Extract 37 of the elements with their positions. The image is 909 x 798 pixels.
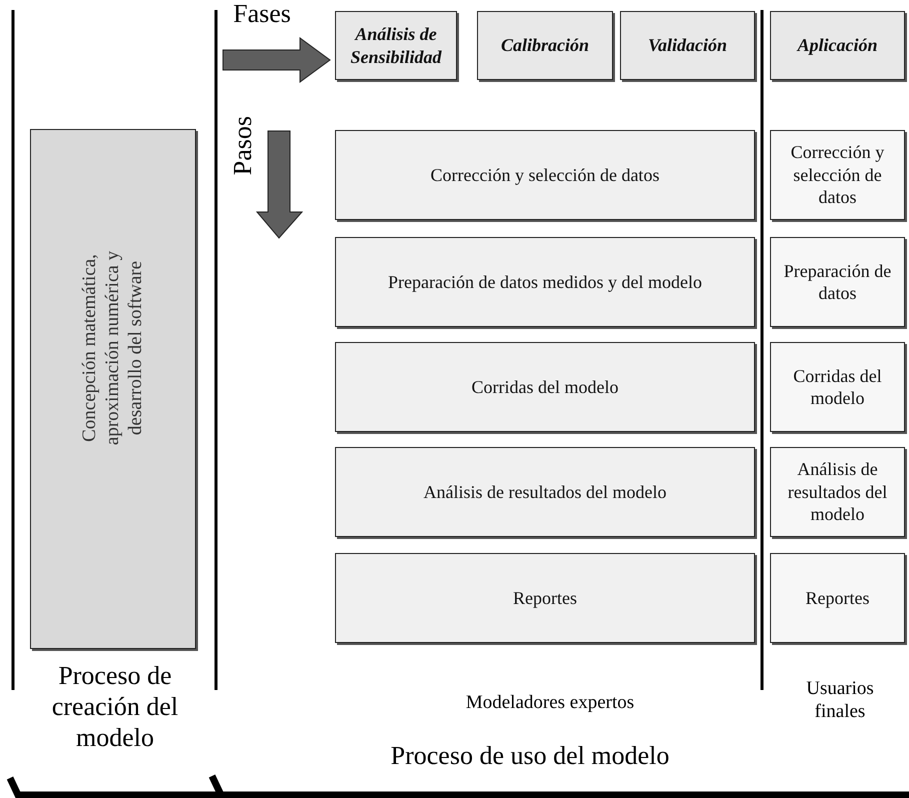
box-text: Preparación de datos medidos y del modelo — [388, 272, 702, 292]
box-text: Concepción matemática, aproximación numérica y desarrollo del software — [78, 249, 146, 447]
box-text: Corridas del modelo — [472, 376, 618, 398]
step-box — [770, 447, 905, 537]
box-text: Corrección y selección de datos — [790, 141, 886, 209]
step-box — [770, 342, 905, 432]
phase-box — [770, 11, 905, 80]
phase-box — [620, 11, 755, 80]
step-box — [335, 130, 755, 220]
box-text: Preparación de datos — [782, 260, 892, 304]
phase-box — [477, 11, 613, 80]
phase-box — [335, 11, 457, 80]
box-text: Corridas del modelo — [792, 364, 883, 410]
step-box — [770, 130, 905, 220]
block-arrow — [222, 37, 331, 83]
box-text: Análisis de resultados del modelo — [424, 482, 666, 502]
section-label: Proceso de creación del modelo — [50, 660, 180, 754]
section-label: Proceso de uso del modelo — [390, 740, 670, 772]
step-box — [335, 553, 755, 643]
phase-heading: Fases — [232, 0, 292, 30]
box-text: Análisis de Sensibilidad — [349, 23, 443, 68]
step-box — [770, 237, 905, 327]
box-text: Reportes — [804, 586, 870, 610]
group-label: Modeladores expertos — [464, 692, 636, 715]
step-heading: Pasos — [226, 114, 258, 178]
step-box — [335, 342, 755, 432]
step-box — [335, 237, 755, 327]
step-box — [770, 553, 905, 643]
box-text: Validación — [648, 34, 727, 57]
box-text: Aplicación — [798, 34, 878, 57]
box-text: Corrección y selección de datos — [430, 164, 660, 186]
step-box — [335, 447, 755, 537]
box-text: Análisis de resultados del modelo — [786, 458, 888, 526]
box-text: Reportes — [513, 588, 577, 608]
box-text: Calibración — [500, 34, 589, 57]
process-box — [30, 129, 196, 649]
group-label: Usuarios finales — [805, 678, 875, 724]
